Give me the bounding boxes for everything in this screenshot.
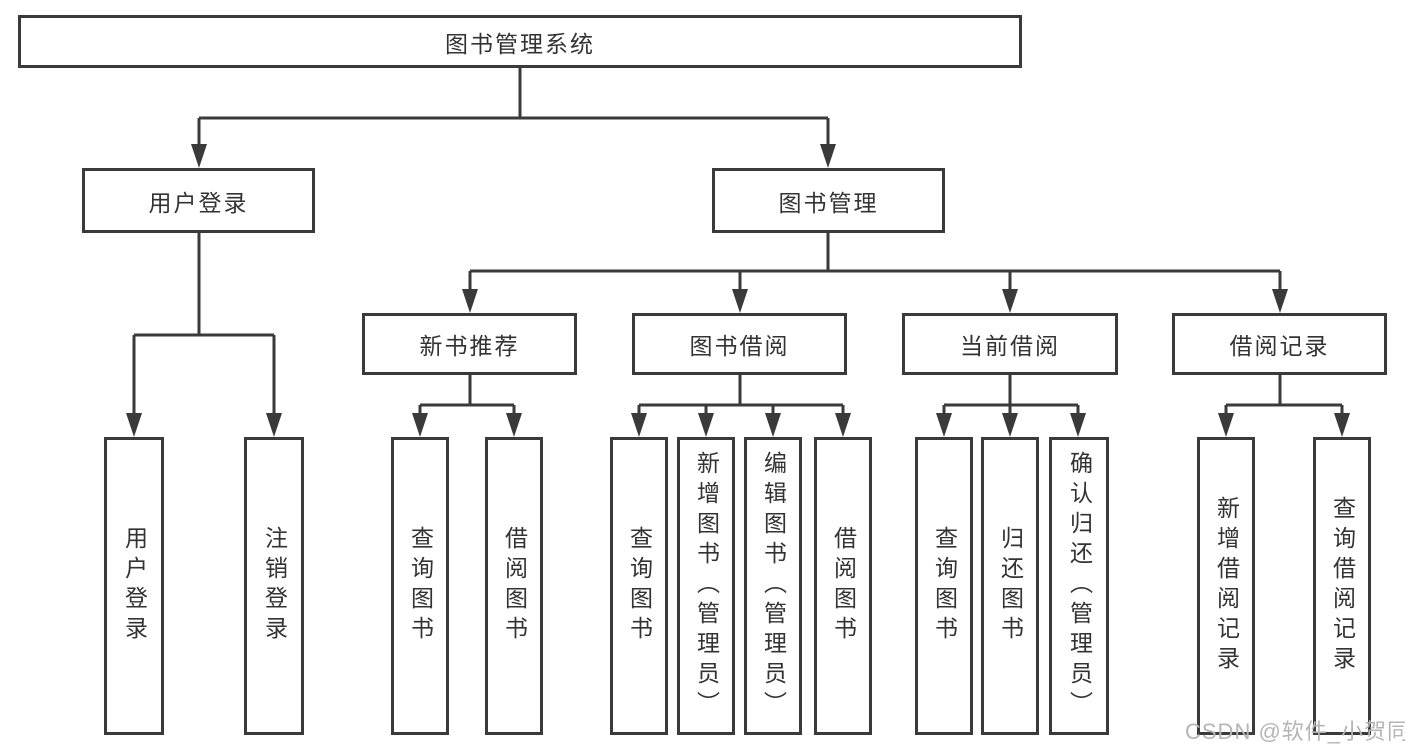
node-book-management-label: 图书管理 [778, 189, 879, 216]
arrowhead [936, 413, 952, 437]
arrowhead [266, 413, 282, 437]
leaf-query-borrow-record: 查询借阅记录 [1313, 437, 1371, 735]
connector-new-book-to-leaves [418, 375, 516, 414]
node-user-login-label: 用户登录 [148, 189, 249, 216]
arrowhead [1218, 413, 1234, 437]
leaf-return-books: 归还图书 [981, 437, 1039, 735]
node-user-login: 用户登录 [82, 168, 315, 233]
leaf-add-borrow-record-label: 新增借阅记录 [1213, 496, 1240, 676]
leaf-query-books-1: 查询图书 [391, 437, 449, 735]
leaf-user-login-label: 用户登录 [121, 526, 148, 646]
arrowhead [1002, 413, 1018, 437]
arrowhead [631, 413, 647, 437]
leaf-return-books-label: 归还图书 [997, 526, 1024, 646]
arrowhead [412, 413, 428, 437]
arrowhead [506, 413, 522, 437]
leaf-add-book-admin-label: 新增图书（管理员） [693, 451, 720, 721]
leaf-borrow-books-2-label: 借阅图书 [830, 526, 857, 646]
leaf-confirm-return-admin-label: 确认归还（管理员） [1066, 451, 1093, 721]
leaf-logout-label: 注销登录 [261, 526, 288, 646]
node-current-borrow: 当前借阅 [902, 313, 1118, 375]
node-current-borrow-label: 当前借阅 [960, 333, 1060, 359]
node-root: 图书管理系统 [18, 15, 1022, 68]
node-book-borrow-label: 图书借阅 [689, 333, 790, 359]
arrowhead [1272, 289, 1288, 313]
leaf-borrow-books-1: 借阅图书 [485, 437, 543, 735]
arrowhead [820, 144, 836, 168]
leaf-add-book-admin: 新增图书（管理员） [677, 437, 735, 735]
arrowhead [698, 413, 714, 437]
connector-user-login-to-leaves [132, 233, 276, 414]
leaf-query-books-3-label: 查询图书 [931, 526, 958, 646]
leaf-logout: 注销登录 [244, 437, 304, 735]
arrowhead [765, 413, 781, 437]
leaf-edit-book-admin-label: 编辑图书（管理员） [760, 451, 787, 721]
node-borrow-records-label: 借阅记录 [1229, 333, 1330, 359]
arrowhead [1334, 413, 1350, 437]
connector-book-management-to-level3 [468, 233, 1282, 290]
arrowhead [1070, 413, 1086, 437]
node-new-book-recommend-label: 新书推荐 [419, 333, 520, 359]
connector-root-to-level2 [197, 68, 830, 146]
leaf-query-books-2: 查询图书 [610, 437, 668, 735]
connector-borrow-records-to-leaves [1224, 375, 1344, 414]
leaf-user-login: 用户登录 [104, 437, 164, 735]
node-book-management: 图书管理 [712, 168, 945, 233]
leaf-query-books-1-label: 查询图书 [407, 526, 434, 646]
arrowhead [1002, 289, 1018, 313]
connector-current-borrow-to-leaves [942, 375, 1080, 414]
node-book-borrow: 图书借阅 [632, 313, 847, 375]
leaf-query-borrow-record-label: 查询借阅记录 [1329, 496, 1356, 676]
arrowhead [732, 289, 748, 313]
connector-book-borrow-to-leaves [637, 375, 845, 414]
leaf-borrow-books-2: 借阅图书 [814, 437, 872, 735]
node-root-label: 图书管理系统 [445, 30, 595, 57]
leaf-borrow-books-1-label: 借阅图书 [501, 526, 528, 646]
leaf-query-books-2-label: 查询图书 [626, 526, 653, 646]
arrowhead [126, 413, 142, 437]
node-borrow-records: 借阅记录 [1172, 313, 1387, 375]
node-new-book-recommend: 新书推荐 [362, 313, 577, 375]
arrowhead [835, 413, 851, 437]
leaf-edit-book-admin: 编辑图书（管理员） [744, 437, 802, 735]
leaf-add-borrow-record: 新增借阅记录 [1197, 437, 1255, 735]
leaf-query-books-3: 查询图书 [915, 437, 973, 735]
leaf-confirm-return-admin: 确认归还（管理员） [1049, 437, 1109, 735]
arrowhead [191, 144, 207, 168]
watermark-text: CSDN @软件_小贺同学 [1185, 719, 1405, 744]
arrowhead [462, 289, 478, 313]
